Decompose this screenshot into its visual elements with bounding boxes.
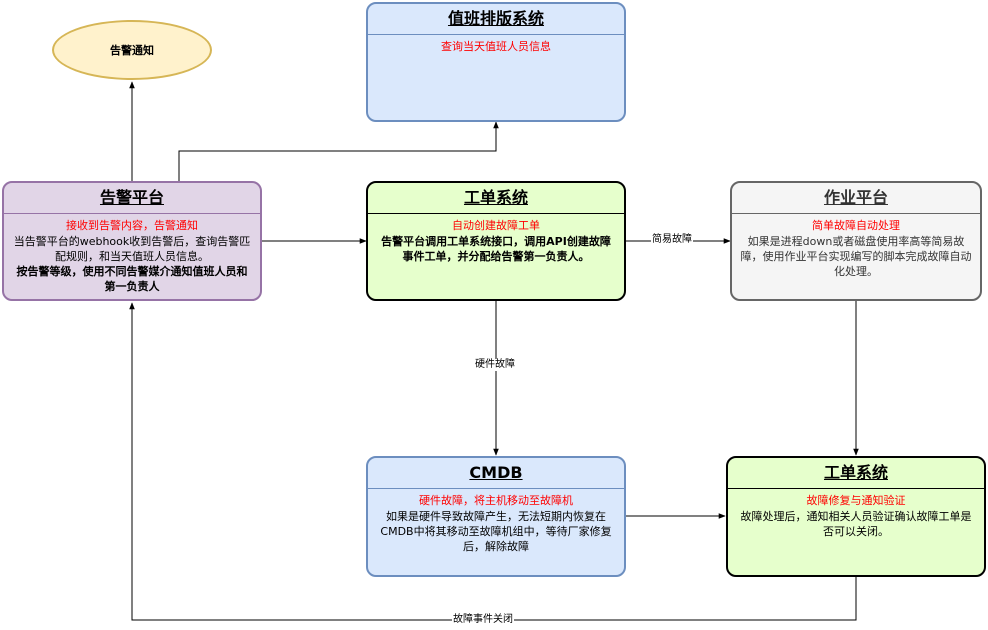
duty-system-lead: 查询当天值班人员信息 (441, 40, 551, 53)
ticket-system-node: 工单系统 自动创建故障工单 告警平台调用工单系统接口，调用API创建故障事件工单… (366, 181, 626, 301)
alarm-notify-label: 告警通知 (110, 44, 154, 57)
job-platform-title: 作业平台 (732, 183, 980, 214)
alarm-platform-node: 告警平台 接收到告警内容，告警通知 当告警平台的webhook收到告警后，查询告… (2, 181, 262, 301)
duty-system-node: 值班排版系统 查询当天值班人员信息 (366, 2, 626, 122)
alarm-platform-bold: 按告警等级，使用不同告警媒介通知值班人员和第一负责人 (16, 265, 248, 293)
ticket-system-title: 工单系统 (368, 183, 624, 214)
edge-label-event-closed: 故障事件关闭 (452, 614, 514, 626)
ticket-system-2-node: 工单系统 故障修复与通知验证 故障处理后，通知相关人员验证确认故障工单是否可以关… (726, 456, 986, 577)
cmdb-desc: 如果是硬件导致故障产生，无法短期内恢复在CMDB中将其移动至故障机组中，等待厂家… (380, 510, 612, 553)
ticket-system-lead: 自动创建故障工单 (452, 219, 540, 232)
arrow-alarm-to-duty (178, 121, 499, 181)
alarm-notify-node: 告警通知 (52, 20, 212, 80)
alarm-platform-lead: 接收到告警内容，告警通知 (66, 219, 198, 232)
edge-label-hardware-fault: 硬件故障 (474, 359, 516, 371)
edge-label-simple-fault: 简易故障 (651, 234, 693, 246)
cmdb-lead: 硬件故障，将主机移动至故障机 (419, 494, 573, 507)
cmdb-node: CMDB 硬件故障，将主机移动至故障机 如果是硬件导致故障产生，无法短期内恢复在… (366, 456, 626, 577)
ticket-system-2-desc: 故障处理后，通知相关人员验证确认故障工单是否可以关闭。 (740, 510, 972, 538)
job-platform-node: 作业平台 简单故障自动处理 如果是进程down或者磁盘使用率高等简易故障，使用作… (730, 181, 982, 301)
cmdb-title: CMDB (368, 458, 624, 489)
job-platform-desc: 如果是进程down或者磁盘使用率高等简易故障，使用作业平台实现编写的脚本完成故障… (740, 235, 972, 278)
ticket-system-2-title: 工单系统 (728, 458, 984, 489)
ticket-system-bold: 告警平台调用工单系统接口，调用API创建故障事件工单，并分配给告警第一负责人。 (381, 235, 611, 263)
job-platform-lead: 简单故障自动处理 (812, 219, 900, 232)
alarm-platform-desc: 当告警平台的webhook收到告警后，查询告警匹配规则，和当天值班人员信息。 (13, 235, 251, 263)
duty-system-title: 值班排版系统 (368, 4, 624, 35)
ticket-system-2-lead: 故障修复与通知验证 (806, 494, 906, 507)
alarm-platform-title: 告警平台 (4, 183, 260, 214)
